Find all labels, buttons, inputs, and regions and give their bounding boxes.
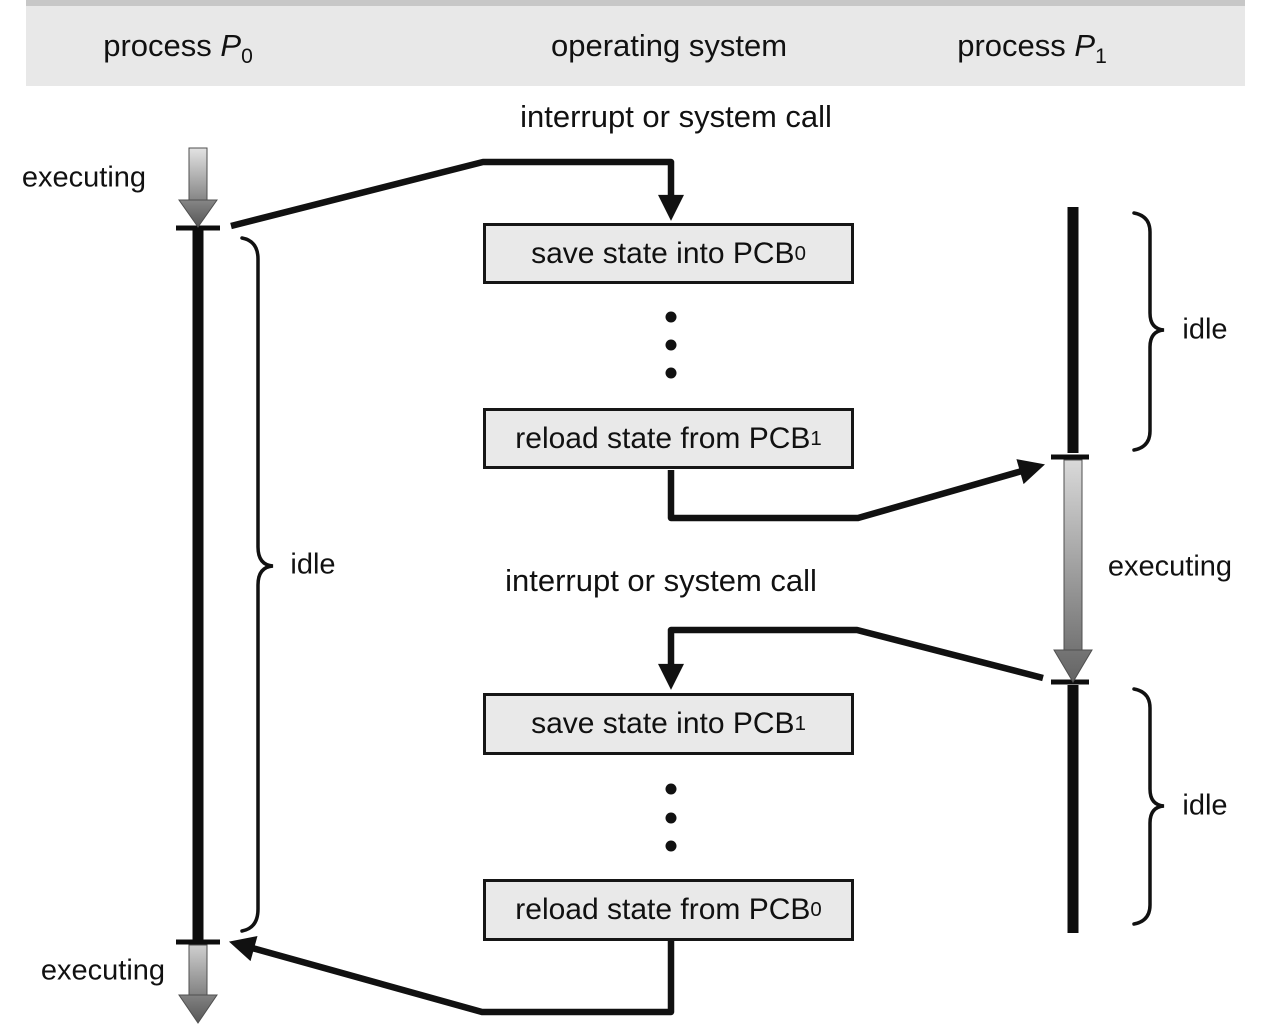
reload-state-pcb0-text: reload state from PCB <box>515 893 811 926</box>
label-interrupt-bottom: interrupt or system call <box>505 563 817 598</box>
process-p1-sub: 1 <box>1095 45 1107 69</box>
header-band <box>26 6 1245 86</box>
process-p0-prefix: process <box>103 28 221 63</box>
process-p0-var: P <box>220 28 242 63</box>
label-idle-p1-top: idle <box>1182 313 1228 346</box>
header-label-process-p1: process P1 <box>957 28 1107 67</box>
label-interrupt-top: interrupt or system call <box>520 99 832 134</box>
ellipsis-dots-top <box>665 311 677 379</box>
top-rule <box>26 0 1245 6</box>
header-label-operating-system: operating system <box>550 28 788 63</box>
process-p1-prefix: process <box>957 28 1075 63</box>
label-executing-p0-bottom: executing <box>40 954 166 987</box>
arrow-p1-to-os <box>658 626 1044 690</box>
brace-idle-p1-top <box>1132 211 1165 452</box>
save-state-pcb0-text: save state into PCB <box>531 236 795 270</box>
arrow-os-to-p1 <box>667 459 1045 522</box>
reload-state-pcb1-text: reload state from PCB <box>515 421 811 455</box>
executing-arrow-p0-top <box>178 147 218 228</box>
save-state-pcb1-text: save state into PCB <box>531 707 795 740</box>
brace-idle-p0 <box>240 236 274 933</box>
label-executing-p0-top: executing <box>21 161 147 194</box>
arrow-p0-to-os <box>230 158 684 230</box>
brace-idle-p1-bottom <box>1132 687 1165 926</box>
executing-arrow-p0-bottom <box>178 944 218 1024</box>
label-idle-p0: idle <box>290 548 336 581</box>
label-idle-p1-bottom: idle <box>1182 789 1228 822</box>
arrow-os-to-p0 <box>228 936 675 1016</box>
header-label-process-p0: process P0 <box>103 28 253 67</box>
label-executing-p1: executing <box>1107 550 1233 583</box>
ellipsis-dots-bottom <box>665 783 677 852</box>
process-p1-var: P <box>1074 28 1096 63</box>
executing-arrow-p1 <box>1053 459 1093 683</box>
process-p0-sub: 0 <box>241 45 253 69</box>
